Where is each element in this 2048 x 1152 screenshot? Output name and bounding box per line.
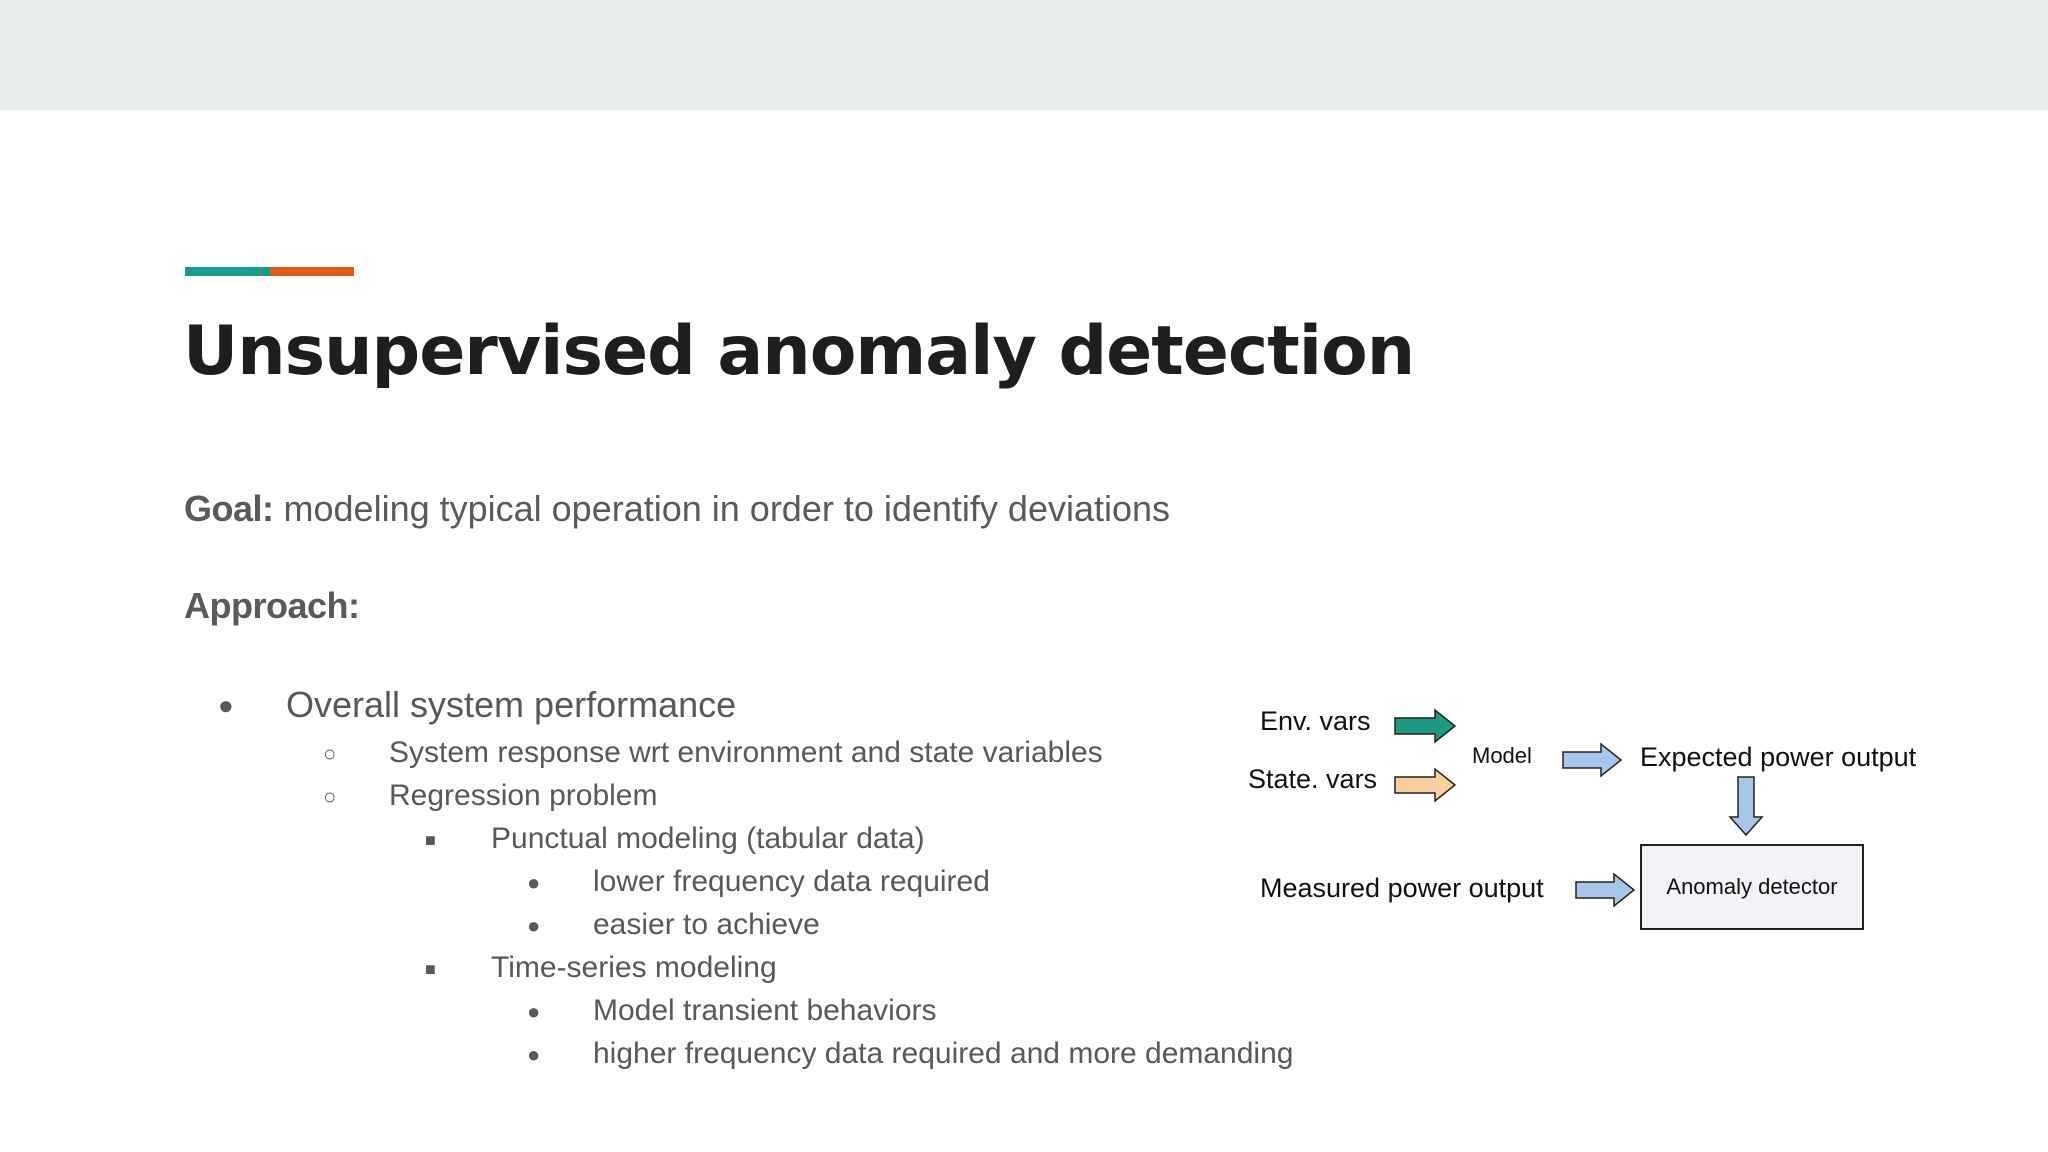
diagram-arrows xyxy=(1394,708,1764,908)
slide-canvas xyxy=(0,110,2048,1152)
bullet-text: easier to achieve xyxy=(593,908,820,941)
model-label: Model xyxy=(1472,743,1532,768)
anomaly-detector-box: Anomaly detector xyxy=(1640,844,1864,930)
expected-output-label: Expected power output xyxy=(1640,742,1917,772)
bullet-text: higher frequency data required and more … xyxy=(593,1037,1294,1070)
anomaly-detection-diagram: Env. vars State. vars Model Expected pow… xyxy=(1230,690,1950,950)
bullet-marker: ● xyxy=(527,999,541,1024)
bullet-text: Time-series modeling xyxy=(491,951,777,984)
slide-title: Unsupervised anomaly detection xyxy=(183,312,1415,391)
measured-output-arrow-icon xyxy=(1575,872,1636,908)
model-output-arrow-icon xyxy=(1562,742,1623,778)
bullet-text: lower frequency data required xyxy=(593,865,990,898)
goal-label: Goal: xyxy=(184,488,274,529)
bullet-marker: ● xyxy=(527,870,541,895)
goal-line: Goal: modeling typical operation in orde… xyxy=(184,488,1170,530)
bullet-marker: ■ xyxy=(425,959,436,979)
bullet-text: Model transient behaviors xyxy=(593,994,937,1027)
bullet-marker: ○ xyxy=(323,784,337,809)
state-vars-label: State. vars xyxy=(1248,764,1378,794)
bullet-marker: ● xyxy=(527,913,541,938)
bullet-text: Regression problem xyxy=(389,779,658,812)
approach-label: Approach: xyxy=(184,585,360,626)
title-accent-teal-bar xyxy=(185,267,270,276)
bullet-text: Overall system performance xyxy=(286,684,737,725)
bullet-text: Punctual modeling (tabular data) xyxy=(491,822,925,855)
bullet-text: System response wrt environment and stat… xyxy=(389,736,1103,769)
measured-output-label: Measured power output xyxy=(1260,873,1544,903)
bullet-marker: ○ xyxy=(323,741,337,766)
goal-text: modeling typical operation in order to i… xyxy=(273,488,1171,529)
title-accent-orange-bar xyxy=(270,267,354,276)
env-vars-arrow-icon xyxy=(1394,708,1457,744)
state-vars-arrow-icon xyxy=(1394,767,1457,803)
bullet-marker: ● xyxy=(218,690,234,720)
env-vars-label: Env. vars xyxy=(1260,706,1371,736)
bullet-marker: ■ xyxy=(425,830,436,850)
expected-to-detector-arrow-icon xyxy=(1728,776,1764,837)
bullet-marker: ● xyxy=(527,1042,541,1067)
top-band xyxy=(0,0,2048,110)
